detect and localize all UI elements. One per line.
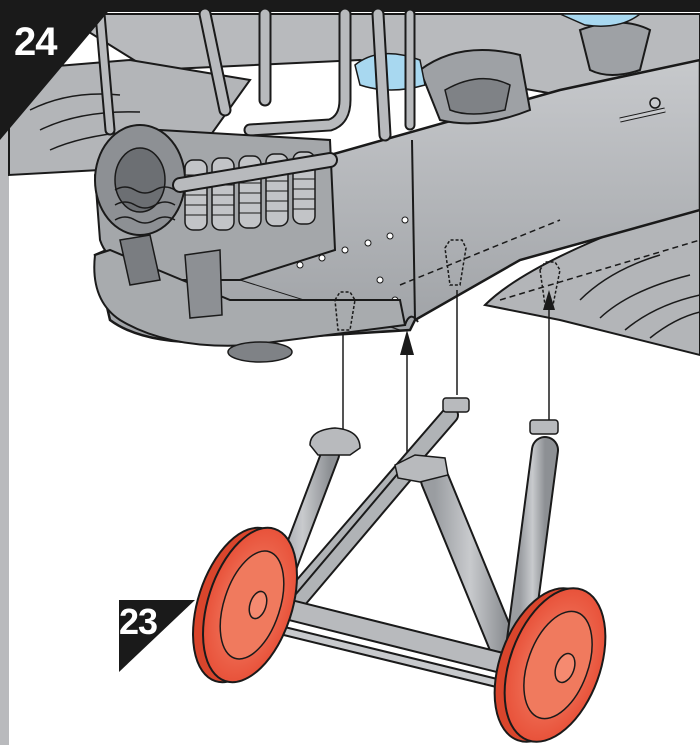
assembly-arrow-icon — [543, 290, 555, 310]
previous-step-number: 23 — [119, 601, 158, 642]
step-badge — [0, 0, 118, 140]
top-band — [0, 0, 700, 12]
cabane-struts — [94, 7, 416, 142]
step-number: 24 — [14, 20, 57, 64]
right-wheel — [493, 587, 607, 743]
previous-step-badge — [119, 600, 195, 672]
attachment-lugs — [309, 397, 559, 483]
assembly-guides — [342, 290, 555, 460]
lower-wing-right — [482, 208, 700, 357]
assembly-arrow-icon — [400, 330, 414, 355]
left-wheel — [192, 526, 298, 684]
engine — [93, 124, 407, 363]
left-rail — [0, 0, 9, 745]
undercarriage — [259, 406, 559, 690]
